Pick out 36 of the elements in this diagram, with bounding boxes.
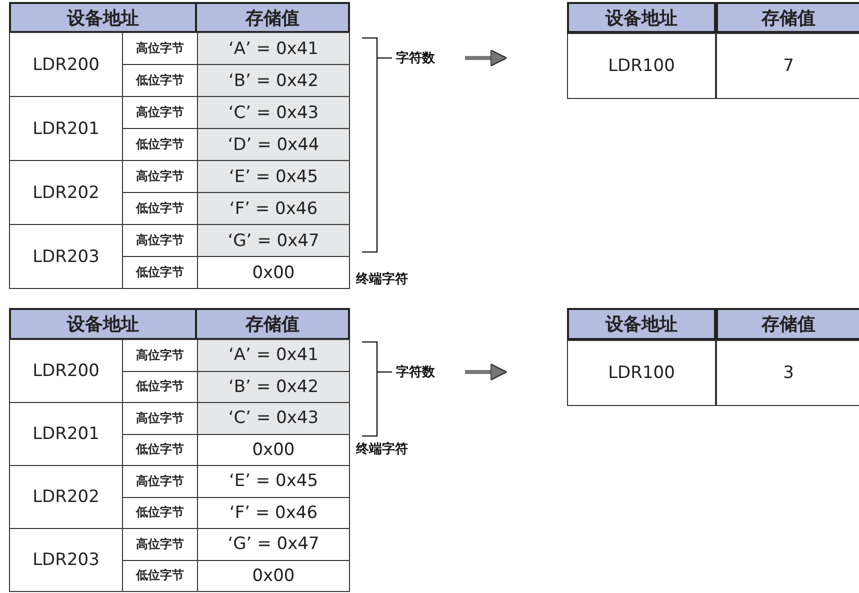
annotation-text: 字符数 (396, 363, 435, 381)
value-cell: ‘A’ = 0x41 (197, 339, 350, 372)
address-cell: LDR200 (9, 32, 123, 97)
result-table (567, 2, 859, 97)
header-cell: 设备地址 (567, 2, 716, 33)
value-cell: ‘C’ = 0x43 (197, 96, 350, 129)
annotation-text: 终端字符 (356, 270, 408, 288)
value-cell: ‘D’ = 0x44 (197, 128, 350, 161)
arrow (465, 49, 508, 67)
value-cell: ‘B’ = 0x42 (197, 370, 350, 403)
table-cell: 3 (716, 340, 859, 406)
header-cell: 存储值 (716, 2, 859, 33)
header-cell: 设备地址 (9, 308, 197, 340)
table-cell: 7 (716, 33, 859, 99)
header-cell: 设备地址 (9, 2, 197, 33)
value-cell: ‘A’ = 0x41 (197, 32, 350, 65)
address-cell: LDR203 (9, 528, 123, 592)
table-cell: LDR100 (567, 340, 716, 406)
value-cell: ‘B’ = 0x42 (197, 64, 350, 97)
annotation-text: 字符数 (396, 49, 435, 67)
header-cell: 存储值 (195, 308, 350, 340)
annotation-text: 终端字符 (356, 440, 408, 458)
value-cell: ‘E’ = 0x45 (197, 160, 350, 193)
address-cell: LDR203 (9, 224, 123, 289)
value-cell: ‘F’ = 0x46 (197, 192, 350, 225)
value-cell: 0x00 (197, 256, 350, 289)
header-cell: 设备地址 (567, 308, 716, 340)
result-table (567, 308, 859, 404)
arrow (465, 363, 508, 381)
table-cell: LDR100 (567, 33, 716, 99)
header-cell: 存储值 (195, 2, 350, 33)
address-cell: LDR200 (9, 339, 123, 403)
value-cell: 0x00 (197, 560, 350, 592)
value-cell: ‘C’ = 0x43 (197, 402, 350, 434)
header-cell: 存储值 (716, 308, 859, 340)
value-cell: ‘G’ = 0x47 (197, 224, 350, 257)
